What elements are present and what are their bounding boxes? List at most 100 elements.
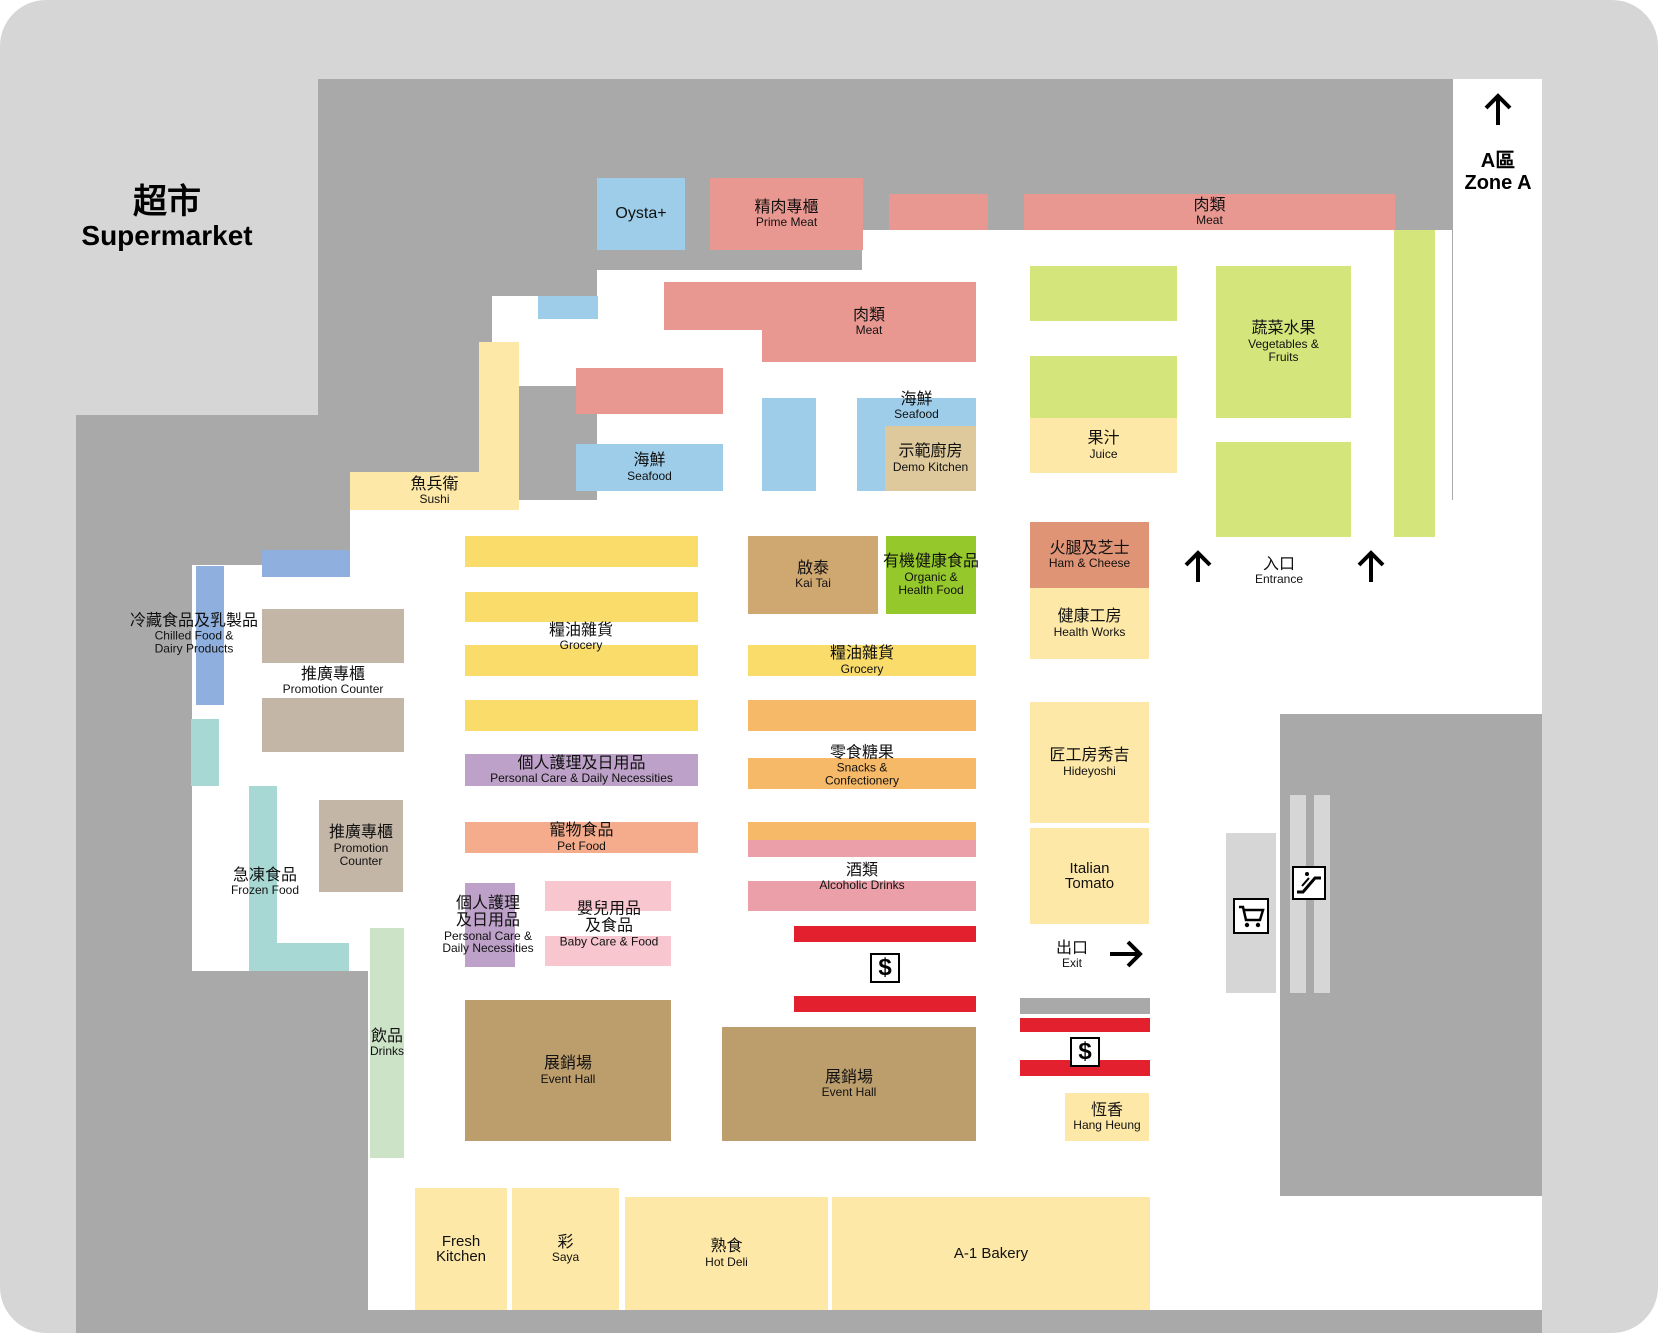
arrow-up-icon	[1357, 550, 1385, 582]
ham-cheese-en: Ham & Cheese	[1048, 556, 1131, 571]
a1-bakery-label: A-1 Bakery	[953, 1245, 1029, 1262]
event-hall-right[interactable]: 展銷場 Event Hall	[722, 1027, 976, 1141]
checkout-counter-right-bottom	[1020, 1060, 1150, 1076]
frozen-zh: 急凍食品	[232, 866, 298, 884]
shopping-cart-icon[interactable]	[1233, 898, 1269, 934]
prime-meat[interactable]: 精肉專櫃 Prime Meat	[710, 178, 863, 250]
sushi-en: Sushi	[419, 492, 450, 507]
baby-care[interactable]: 嬰兒用品及食品 Baby Care & Food	[560, 900, 659, 947]
dollar-sign-icon: $	[1070, 1037, 1100, 1067]
cashier-symbol-right: $	[1078, 1038, 1092, 1065]
zone-a-zh: A區	[1480, 150, 1516, 172]
vegetables-block-3	[1216, 442, 1351, 537]
personal-care-row-zh: 個人護理及日用品	[517, 754, 646, 772]
cashier-symbol-center: $	[878, 954, 892, 981]
ham-cheese-zh: 火腿及芝士	[1049, 539, 1130, 557]
sushi[interactable]: 魚兵衛 Sushi	[350, 472, 519, 510]
juice-en: Juice	[1089, 446, 1118, 461]
pet-food[interactable]: 寵物食品 Pet Food	[465, 822, 698, 853]
arrow-right-icon	[1110, 940, 1143, 968]
demo-kitchen-en: Demo Kitchen	[892, 459, 969, 474]
meat-top[interactable]: 肉類 Meat	[1024, 194, 1395, 230]
hot-deli[interactable]: 熟食 Hot Deli	[625, 1197, 828, 1310]
meat-center[interactable]: 肉類 Meat	[762, 282, 976, 362]
entrance-zh: 入口	[1262, 555, 1295, 573]
title-en: Supermarket	[81, 220, 253, 252]
zone-a-label[interactable]: A區 Zone A	[1464, 150, 1531, 194]
pet-food-zh: 寵物食品	[549, 822, 614, 840]
personal-care-row[interactable]: 個人護理及日用品 Personal Care & Daily Necessiti…	[465, 754, 698, 786]
event-hall-right-zh: 展銷場	[824, 1068, 873, 1086]
entrance-en: Entrance	[1254, 572, 1304, 587]
fresh-kitchen[interactable]: Fresh Kitchen	[415, 1188, 507, 1310]
organic-health-food[interactable]: 有機健康食品 Organic & Health Food	[883, 536, 979, 614]
health-works[interactable]: 健康工房 Health Works	[1030, 588, 1149, 659]
seafood-center[interactable]: 海鮮 Seafood	[857, 388, 976, 424]
promotion-2-en: Promotion Counter	[333, 840, 389, 868]
demo-kitchen[interactable]: 示範廚房 Demo Kitchen	[885, 426, 976, 491]
hang-heung-en: Hang Heung	[1073, 1118, 1141, 1133]
entrance[interactable]: 入口 Entrance	[1255, 556, 1303, 586]
vegetables-block-1	[1030, 266, 1177, 321]
saya[interactable]: 彩 Saya	[512, 1188, 619, 1310]
snacks[interactable]: 零食糖果 Snacks & Confectionery	[816, 744, 908, 787]
event-hall-left[interactable]: 展銷場 Event Hall	[465, 1000, 671, 1141]
a1-bakery[interactable]: A-1 Bakery	[832, 1197, 1150, 1310]
meat-center-zh: 肉類	[852, 306, 885, 324]
seafood-left[interactable]: 海鮮 Seafood	[576, 444, 723, 491]
arrow-up-icon	[1184, 550, 1212, 582]
arrow-up-icon	[1484, 93, 1512, 125]
checkout-counter-top	[794, 926, 976, 942]
personal-care-small-en: Personal Care & Daily Necessities	[442, 928, 534, 956]
meat-top-zh: 肉類	[1193, 196, 1226, 214]
frozen-bottom	[249, 943, 349, 971]
italian-tomato-label: Italian Tomato	[1064, 860, 1115, 892]
exit[interactable]: 出口 Exit	[1056, 940, 1088, 970]
chilled-food[interactable]: 冷藏食品及乳製品 Chilled Food & Dairy Products	[130, 612, 258, 655]
promotion-1-en: Promotion Counter	[282, 682, 384, 697]
checkout-counter-right-top	[1020, 1018, 1150, 1032]
ham-cheese[interactable]: 火腿及芝士 Ham & Cheese	[1030, 522, 1149, 588]
grocery-center-en: Grocery	[840, 661, 884, 676]
juice[interactable]: 果汁 Juice	[1030, 418, 1177, 473]
baby-block-bottom	[545, 936, 671, 966]
sushi-zh: 魚兵衛	[410, 475, 459, 493]
baby-block-top	[545, 881, 671, 911]
chilled-zh: 冷藏食品及乳製品	[129, 612, 259, 630]
drinks[interactable]: 飲品 Drinks	[370, 928, 404, 1158]
frozen-food[interactable]: 急凍食品 Frozen Food	[231, 867, 299, 897]
meat-top-small	[889, 194, 988, 230]
promotion-counter-2[interactable]: 推廣專櫃 Promotion Counter	[319, 800, 403, 892]
alcohol-aisle-2	[748, 881, 976, 911]
hideyoshi[interactable]: 匠工房秀吉 Hideyoshi	[1030, 702, 1149, 823]
kai-tai[interactable]: 啟泰 Kai Tai	[748, 536, 878, 614]
checkout-counter-bottom	[794, 996, 976, 1012]
zone-a-en: Zone A	[1464, 172, 1532, 194]
baby-en: Baby Care & Food	[559, 933, 659, 948]
grocery-center-zh: 糧油雜貨	[829, 645, 894, 663]
fresh-kitchen-label: Fresh Kitchen	[435, 1233, 487, 1265]
grocery-aisle-3	[465, 645, 698, 676]
hang-heung[interactable]: 恆香 Hang Heung	[1065, 1093, 1149, 1141]
hot-deli-en: Hot Deli	[705, 1254, 748, 1269]
personal-care-row-en: Personal Care & Daily Necessities	[490, 771, 673, 786]
alcoholic-drinks[interactable]: 酒類 Alcoholic Drinks	[819, 862, 904, 892]
oysta-label: Oysta+	[615, 205, 667, 223]
snacks-aisle-3	[748, 822, 976, 840]
personal-care-small[interactable]: 個人護理及日用品 Personal Care & Daily Necessiti…	[439, 895, 537, 955]
grocery-left[interactable]: 糧油雜貨 Grocery	[549, 622, 613, 652]
oysta-plus[interactable]: Oysta+	[597, 178, 685, 250]
grocery-center[interactable]: 糧油雜貨 Grocery	[748, 645, 976, 676]
italian-tomato[interactable]: Italian Tomato	[1030, 828, 1149, 924]
prime-meat-en: Prime Meat	[755, 215, 818, 230]
vegetables-fruits[interactable]: 蔬菜水果 Vegetables & Fruits	[1216, 266, 1351, 418]
escalator-icon[interactable]	[1292, 866, 1326, 900]
frozen-column	[249, 786, 277, 971]
demo-kitchen-zh: 示範廚房	[898, 443, 963, 461]
organic-en: Organic & Health Food	[898, 569, 964, 597]
grocery-aisle-1	[465, 536, 698, 567]
promotion-counter-1[interactable]: 推廣專櫃 Promotion Counter	[283, 666, 384, 696]
kai-tai-zh: 啟泰	[796, 559, 829, 577]
